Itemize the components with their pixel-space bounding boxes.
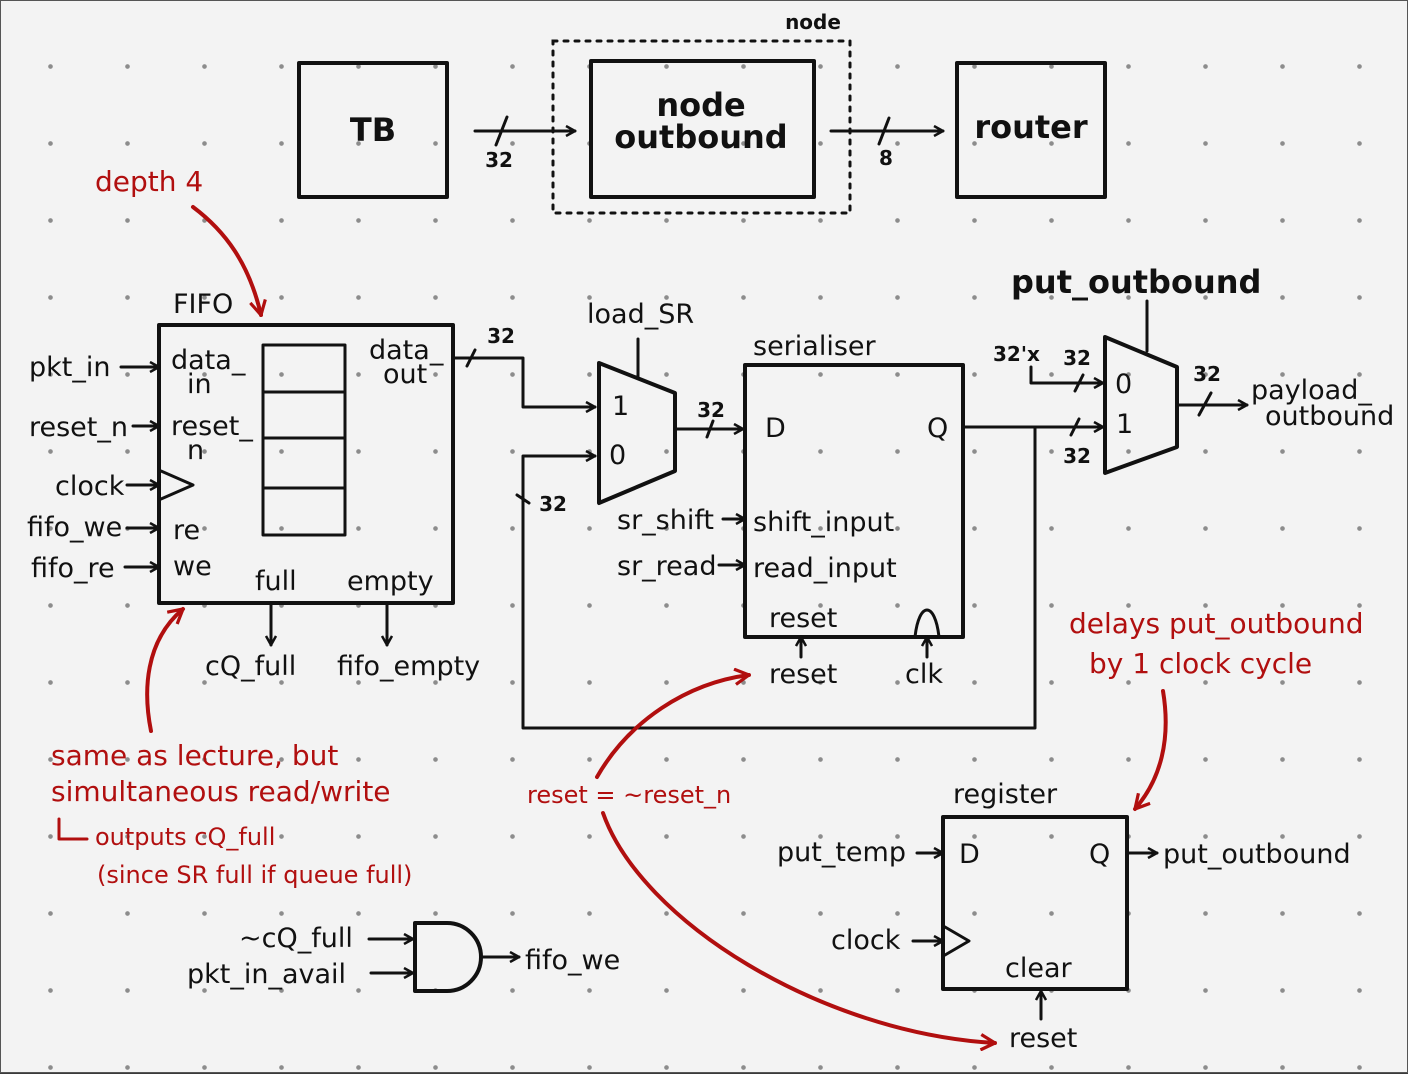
signal-clock: clock (831, 925, 901, 956)
note-fifo-line3: outputs cQ_full (95, 823, 275, 851)
signal-clk: clk (905, 659, 943, 690)
mux-input-1: 1 (612, 391, 629, 422)
fifo-block: FIFO data_ in reset_ n re we data_ out f… (157, 289, 455, 605)
bus-width-label: 32 (1063, 444, 1091, 468)
feedback-loop: 32 (515, 425, 1037, 730)
bus-width-label: 32 (485, 148, 513, 172)
signal-reset-n: reset_n (29, 412, 128, 443)
register-title: register (953, 779, 1058, 810)
signal-sr-shift: sr_shift (617, 505, 714, 536)
payload-outbound-label-line2: outbound (1265, 401, 1394, 432)
mux-input-0: 0 (609, 440, 626, 471)
fifo-port-re: re (173, 515, 200, 546)
router-block: router (955, 61, 1107, 199)
bus-width-label: 32 (539, 492, 567, 516)
fifo-port-we: we (173, 551, 212, 582)
signal-not-cq-full: ~cQ_full (239, 923, 353, 954)
tb-block: TB (297, 61, 449, 199)
note-fifo-line1: same as lecture, but (51, 739, 338, 772)
payload-outbound-label-line1: payload_ (1251, 375, 1372, 406)
const-label: 32'x (993, 342, 1040, 366)
signal-reset: reset (769, 659, 837, 690)
fifo-port-reset-n-2: n (187, 435, 204, 466)
tb-to-node-bus: 32 (473, 115, 577, 172)
load-sr-label: load_SR (587, 299, 694, 330)
fifo-title: FIFO (173, 289, 233, 320)
mux-to-serialiser-bus: 32 (673, 398, 745, 439)
register-signals: put_temp clock put_outbound reset (777, 837, 1351, 1054)
register-port-d: D (959, 839, 980, 870)
and-gate: ~cQ_full pkt_in_avail fifo_we (187, 921, 620, 993)
serialiser-port-q: Q (927, 413, 948, 444)
note-delay-line2: by 1 clock cycle (1089, 647, 1312, 680)
signal-put-temp: put_temp (777, 837, 906, 868)
node-outbound-block: node outbound (589, 59, 816, 199)
node-group-label: node (785, 10, 841, 34)
serialiser-inputs: sr_shift sr_read reset clk (617, 505, 943, 690)
fifo-port-data-in-2: in (187, 369, 212, 400)
signal-reset: reset (1009, 1023, 1077, 1054)
fifo-inputs: pkt_in reset_n clock fifo_we fifo_re (27, 352, 161, 584)
node-to-router-bus: 8 (829, 116, 945, 170)
serialiser-title: serialiser (753, 331, 877, 362)
load-mux: load_SR 1 0 (587, 299, 694, 505)
bus-width-label: 32 (697, 398, 725, 422)
tb-label: TB (350, 111, 396, 149)
annotations: depth 4 same as lecture, but simultaneou… (51, 165, 1364, 1043)
serialiser-port-shift: shift_input (753, 507, 894, 538)
signal-pkt-in-avail: pkt_in_avail (187, 959, 346, 990)
signal-clock: clock (55, 471, 125, 502)
bus-width-label: 8 (879, 146, 893, 170)
signal-pkt-in: pkt_in (29, 352, 110, 383)
node-outbound-label-line1: node (656, 86, 745, 124)
serialiser-port-read: read_input (753, 553, 897, 584)
signal-fifo-re: fifo_re (31, 553, 115, 584)
mux-input-1: 1 (1116, 409, 1133, 440)
fifo-port-data-in: data_ (171, 345, 246, 376)
put-outbound-select-label: put_outbound (1011, 263, 1261, 301)
note-reset-equation: reset = ~reset_n (527, 781, 731, 809)
clock-edge-symbol (913, 608, 941, 639)
fifo-port-data-out: data_ (369, 335, 444, 366)
bus-width-label: 32 (1193, 362, 1221, 386)
fifo-port-reset-n: reset_ (171, 411, 253, 442)
signal-fifo-empty: fifo_empty (337, 651, 480, 682)
serialiser-port-reset: reset (769, 603, 837, 634)
fifo-to-mux-bus: 32 (451, 324, 597, 407)
node-group: node (551, 10, 852, 215)
bus-width-label: 32 (487, 324, 515, 348)
output-mux: put_outbound 0 1 32'x 32 32 32 payload_ … (993, 263, 1394, 475)
register-block: register D Q clear (941, 779, 1129, 991)
fifo-port-full: full (255, 566, 297, 597)
note-fifo-line2: simultaneous read/write (51, 775, 391, 808)
signal-sr-read: sr_read (617, 551, 716, 582)
note-depth: depth 4 (95, 165, 203, 198)
signal-put-outbound: put_outbound (1163, 839, 1351, 870)
register-port-clear: clear (1005, 953, 1073, 984)
signal-fifo-we-out: fifo_we (525, 945, 620, 976)
node-outbound-label-line2: outbound (614, 118, 787, 156)
note-fifo-line4: (since SR full if queue full) (97, 861, 412, 889)
register-port-q: Q (1089, 839, 1110, 870)
fifo-port-empty: empty (347, 566, 434, 597)
serialiser-block: serialiser D Q shift_input read_input re… (743, 331, 965, 639)
fifo-outputs: cQ_full fifo_empty (205, 603, 480, 682)
fifo-port-data-out-2: out (383, 359, 427, 390)
mux-input-0: 0 (1115, 369, 1132, 400)
note-delay-line1: delays put_outbound (1069, 607, 1364, 640)
signal-fifo-we: fifo_we (27, 512, 122, 543)
router-label: router (974, 108, 1088, 146)
serialiser-port-d: D (765, 413, 786, 444)
signal-cq-full: cQ_full (205, 651, 296, 682)
bus-width-label: 32 (1063, 346, 1091, 370)
